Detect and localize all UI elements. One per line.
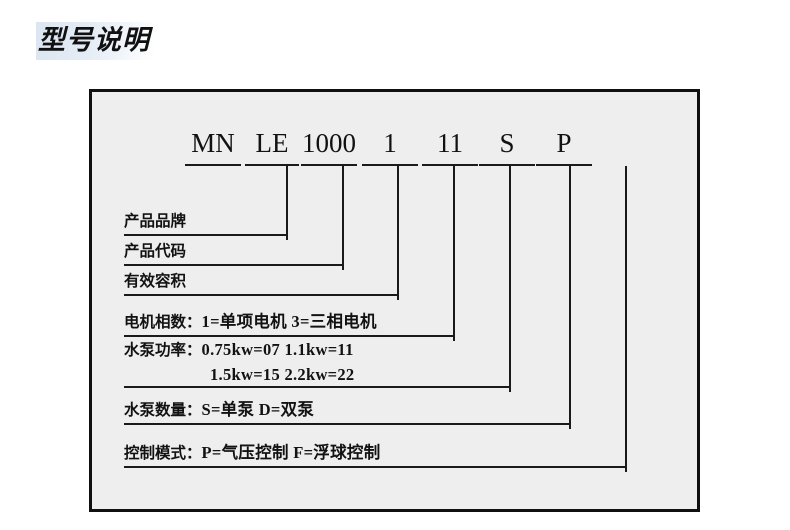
connector-line-2 — [342, 166, 344, 270]
code-segment-label: LE — [255, 128, 289, 158]
code-segment-label: S — [499, 128, 515, 158]
title-highlight-band — [36, 22, 154, 60]
legend-row-text: 产品代码 — [124, 239, 344, 264]
legend-row-pump-count: 水泵数量：S=单泵 D=双泵 — [124, 398, 571, 425]
code-segment-motor_phase: 1 — [362, 128, 418, 166]
page-title: 型号说明 — [38, 25, 150, 56]
code-segment-control_mode: P — [536, 128, 592, 166]
legend-row-control-mode: 控制模式：P=气压控制 F=浮球控制 — [124, 441, 627, 468]
code-segment-label: P — [556, 128, 572, 158]
code-segment-label: 1000 — [302, 128, 356, 158]
legend-row-value: S=单泵 D=双泵 — [201, 400, 315, 419]
code-segment-label: 1 — [383, 128, 397, 158]
legend-row-text: 有效容积 — [124, 269, 399, 294]
code-segment-pump_power: 11 — [422, 128, 478, 166]
code-segment-pump_count: S — [479, 128, 535, 166]
legend-row-pump-power: 水泵功率：0.75kw=07 1.1kw=11 1.5kw=15 2.2kw=22 — [124, 338, 511, 388]
connector-line-4 — [453, 166, 455, 341]
code-segment-brand: MN — [185, 128, 241, 166]
legend-row-label: 产品代码 — [124, 242, 187, 260]
legend-row-text: 电机相数：1=单项电机 3=三相电机 — [124, 310, 455, 335]
legend-row-motor-phase: 电机相数：1=单项电机 3=三相电机 — [124, 310, 455, 337]
legend-row-text: 控制模式：P=气压控制 F=浮球控制 — [124, 441, 627, 466]
legend-row-label: 有效容积 — [124, 272, 187, 290]
legend-row-product-code: 产品代码 — [124, 239, 344, 266]
connector-line-6 — [569, 166, 571, 429]
code-segment-product_code: LE — [245, 128, 299, 166]
legend-row-text: 水泵功率：0.75kw=07 1.1kw=11 — [124, 338, 511, 363]
legend-row-label: 水泵数量： — [124, 401, 202, 419]
legend-row-label: 电机相数： — [124, 313, 202, 331]
code-segment-label: MN — [191, 128, 235, 158]
legend-row-label: 水泵功率： — [124, 341, 202, 359]
legend-row-value: 1=单项电机 3=三相电机 — [201, 312, 377, 331]
legend-row-text: 水泵数量：S=单泵 D=双泵 — [124, 398, 571, 423]
legend-row-text: 产品品牌 — [124, 209, 288, 234]
legend-row-label: 产品品牌 — [124, 212, 187, 230]
legend-row-label: 控制模式： — [124, 444, 202, 462]
connector-line-7 — [625, 166, 627, 472]
code-segment-capacity: 1000 — [301, 128, 357, 166]
page-title-block: 型号说明 — [36, 22, 154, 60]
connector-line-1 — [286, 166, 288, 240]
legend-row-value: 0.75kw=07 1.1kw=11 — [201, 340, 354, 359]
legend-row-value: P=气压控制 F=浮球控制 — [201, 443, 381, 462]
code-segment-label: 11 — [437, 128, 463, 158]
legend-row-capacity: 有效容积 — [124, 269, 399, 296]
connector-line-5 — [509, 166, 511, 392]
legend-row-subvalue: 1.5kw=15 2.2kw=22 — [210, 365, 355, 384]
connector-line-3 — [397, 166, 399, 300]
legend-row-brand: 产品品牌 — [124, 209, 288, 236]
